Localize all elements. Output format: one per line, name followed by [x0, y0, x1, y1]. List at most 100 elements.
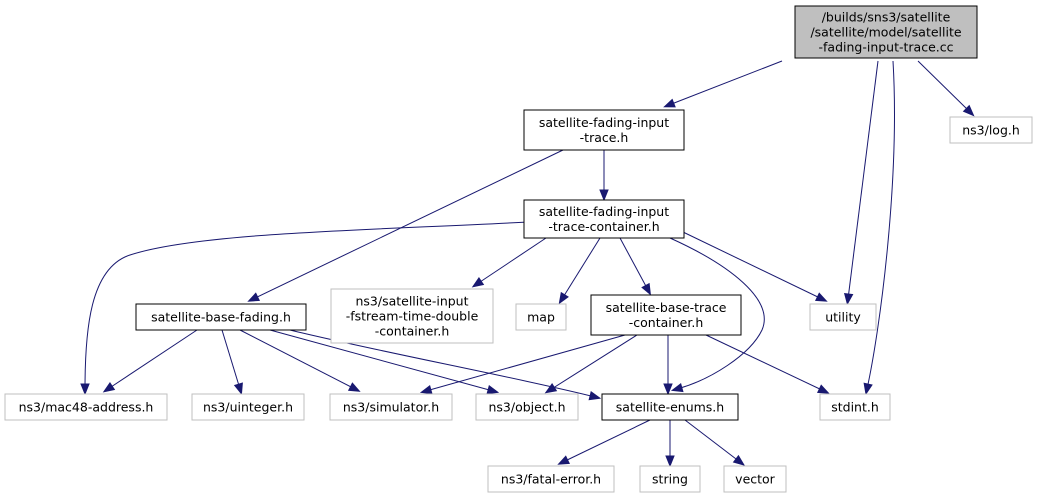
node-satellite-input-fstream: ns3/satellite-input-fstream-time-double-… — [330, 288, 494, 344]
edge-arrowhead — [665, 455, 675, 468]
edge-line — [668, 60, 783, 106]
node-label-line: ns3/fatal-error.h — [501, 472, 601, 487]
edge-line — [682, 231, 823, 300]
dependency-edge — [669, 237, 765, 393]
node-root[interactable]: /builds/sns3/satellite/satellite/model/s… — [794, 5, 978, 59]
dependency-edge — [544, 334, 638, 394]
graph-nodes: /builds/sns3/satellite/satellite/model/s… — [4, 5, 1033, 493]
node-box — [794, 5, 978, 59]
dependency-edge — [682, 231, 828, 302]
node-label-line: map — [527, 310, 555, 325]
edge-line — [549, 334, 638, 391]
node-base-trace-container-h[interactable]: satellite-base-trace-container.h — [590, 294, 742, 336]
edge-line — [84, 221, 529, 390]
node-simulator-h: ns3/simulator.h — [329, 393, 453, 421]
edge-line — [669, 237, 765, 390]
edge-line — [289, 329, 596, 398]
node-box — [191, 393, 305, 421]
edge-arrowhead — [962, 104, 975, 117]
node-box — [330, 288, 494, 344]
edge-arrowhead — [816, 384, 830, 394]
edge-arrowhead — [557, 455, 571, 465]
node-box — [329, 393, 453, 421]
node-label-line: vector — [735, 472, 776, 487]
node-enums-h[interactable]: satellite-enums.h — [601, 393, 739, 421]
node-label-line: /satellite/model/satellite — [810, 25, 961, 40]
node-label-line: ns3/uinteger.h — [203, 400, 293, 415]
dependency-edge — [239, 329, 361, 392]
dependency-edge — [917, 60, 975, 117]
edge-arrowhead — [233, 382, 243, 396]
node-label-line: satellite-base-fading.h — [151, 310, 291, 325]
edge-arrowhead — [247, 292, 261, 302]
node-mac48-address-h: ns3/mac48-address.h — [4, 393, 168, 421]
edge-line — [684, 419, 741, 463]
node-box — [135, 303, 307, 331]
dependency-edge — [80, 221, 529, 396]
node-base-fading-h[interactable]: satellite-base-fading.h — [135, 303, 307, 331]
node-stdint-h: stdint.h — [819, 393, 891, 421]
node-label-line: ns3/satellite-input — [355, 294, 468, 309]
dependency-edge — [419, 334, 626, 395]
dependency-edge — [863, 60, 895, 396]
edge-line — [705, 334, 825, 392]
dependency-edge — [665, 420, 675, 468]
edge-arrowhead — [843, 292, 854, 306]
edge-arrowhead — [814, 292, 828, 302]
edge-arrowhead — [641, 282, 652, 296]
node-fading-input-trace-h[interactable]: satellite-fading-input-trace.h — [523, 109, 685, 151]
node-box — [809, 303, 877, 331]
node-label-line: utility — [825, 310, 861, 325]
dependency-edge — [471, 237, 547, 288]
edge-line — [425, 334, 626, 392]
node-box — [487, 465, 615, 493]
edge-arrowhead — [486, 384, 500, 395]
edge-arrowhead — [80, 383, 90, 396]
node-box — [523, 199, 685, 239]
node-label-line: string — [652, 472, 688, 487]
node-map: map — [515, 303, 567, 331]
dependency-edge — [102, 329, 198, 393]
node-label-line: -trace.h — [580, 130, 629, 145]
node-fading-input-trace-container-h[interactable]: satellite-fading-input-trace-container.h — [523, 199, 685, 239]
dependency-edge — [221, 329, 243, 396]
node-box — [819, 393, 891, 421]
dependency-edge — [247, 149, 564, 302]
node-label-line: satellite-fading-input — [539, 204, 669, 219]
dependency-edge — [289, 329, 602, 401]
node-label-line: -fading-input-trace.cc — [819, 40, 954, 55]
node-label-line: ns3/log.h — [962, 123, 1020, 138]
node-label-line: stdint.h — [831, 400, 879, 415]
node-label-line: ns3/simulator.h — [343, 400, 439, 415]
node-label-line: satellite-base-trace — [606, 300, 727, 315]
node-box — [723, 465, 787, 493]
node-label-line: ns3/object.h — [488, 400, 565, 415]
node-label-line: ns3/mac48-address.h — [19, 400, 154, 415]
node-box — [515, 303, 567, 331]
edge-line — [866, 60, 895, 390]
node-label-line: -container.h — [629, 315, 704, 330]
node-utility: utility — [809, 303, 877, 331]
edge-line — [847, 60, 879, 300]
dependency-edge — [558, 237, 601, 305]
edge-line — [221, 329, 241, 390]
edge-arrowhead — [544, 383, 558, 394]
node-box — [601, 393, 739, 421]
dependency-edge — [684, 419, 746, 466]
node-fatal-error-h: ns3/fatal-error.h — [487, 465, 615, 493]
edge-line — [107, 329, 198, 390]
edge-arrowhead — [863, 382, 873, 396]
node-label-line: /builds/sns3/satellite — [822, 10, 951, 25]
dependency-edge — [557, 419, 651, 465]
dependency-edge — [705, 334, 830, 394]
node-vector: vector — [723, 465, 787, 493]
edge-line — [562, 419, 651, 463]
node-string: string — [639, 465, 701, 493]
node-label-line: satellite-enums.h — [616, 400, 724, 415]
edge-arrowhead — [663, 98, 676, 108]
edge-arrowhead — [471, 277, 485, 288]
edge-line — [561, 237, 601, 300]
edge-arrowhead — [732, 454, 746, 466]
node-uinteger-h: ns3/uinteger.h — [191, 393, 305, 421]
node-label-line: -trace-container.h — [548, 219, 659, 234]
